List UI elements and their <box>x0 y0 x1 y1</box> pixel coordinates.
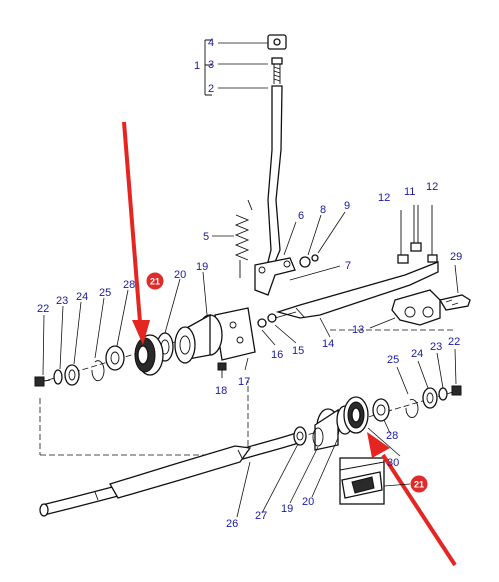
arrow-down-to-top-bearing <box>122 121 142 323</box>
callout-28a: 28 <box>123 279 135 291</box>
highlight-arrows <box>122 121 457 567</box>
arrow-down-head <box>132 320 150 345</box>
badge-21-bottom: 21 <box>409 474 429 494</box>
bracket-13 <box>369 205 441 329</box>
lower-bearing-stack <box>261 348 462 514</box>
callout-24b: 24 <box>411 348 423 360</box>
callout-12b: 12 <box>426 181 438 193</box>
callout-13: 13 <box>352 324 364 336</box>
callout-19b: 19 <box>281 503 293 515</box>
callout-28b: 28 <box>386 430 398 442</box>
callout-8: 8 <box>320 204 326 216</box>
callout-20a: 20 <box>174 269 186 281</box>
long-bar <box>275 261 439 338</box>
callout-2: 2 <box>208 83 214 95</box>
callout-27: 27 <box>255 510 267 522</box>
callout-4: 4 <box>208 37 214 49</box>
plate-17 <box>214 307 297 371</box>
callout-22b: 22 <box>448 336 460 348</box>
main-shaft <box>39 431 303 518</box>
callout-7: 7 <box>345 260 351 272</box>
callout-18: 18 <box>215 385 227 397</box>
callout-16: 16 <box>271 349 283 361</box>
callout-23a: 23 <box>56 295 68 307</box>
callout-30: 30 <box>387 457 399 469</box>
badge-21-top: 21 <box>145 271 165 291</box>
callout-20b: 20 <box>302 496 314 508</box>
callout-14: 14 <box>322 338 334 350</box>
screw-18 <box>217 362 227 378</box>
arrow-up-to-lower-bearing <box>381 453 457 567</box>
callout-25a: 25 <box>99 287 111 299</box>
callout-19a: 19 <box>196 261 208 273</box>
bolt-29 <box>438 264 471 311</box>
upper-bearing-stack <box>34 271 223 387</box>
callout-6: 6 <box>298 210 304 222</box>
callout-24a: 24 <box>76 291 88 303</box>
callout-1: 1 <box>194 60 200 72</box>
callout-5: 5 <box>203 231 209 243</box>
callout-15: 15 <box>292 345 304 357</box>
svg-text:21: 21 <box>150 277 160 287</box>
callout-25b: 25 <box>387 354 399 366</box>
callout-26: 26 <box>226 518 238 530</box>
callout-9: 9 <box>344 200 350 212</box>
small-hardware <box>299 211 346 268</box>
callout-labels: 1 2 3 4 5 6 7 8 9 11 12 12 13 14 15 16 1… <box>37 37 462 530</box>
spring-bracket <box>212 199 341 296</box>
callout-29: 29 <box>450 251 462 263</box>
callout-22a: 22 <box>37 303 49 315</box>
callout-17: 17 <box>238 376 250 388</box>
detail-inset <box>339 457 385 505</box>
svg-text:21: 21 <box>414 480 424 490</box>
lever-assembly <box>204 34 287 263</box>
callout-11: 11 <box>404 186 415 198</box>
callout-12a: 12 <box>378 192 390 204</box>
callout-3: 3 <box>208 59 214 71</box>
arrow-up-head <box>367 432 390 458</box>
callout-23b: 23 <box>430 341 442 353</box>
